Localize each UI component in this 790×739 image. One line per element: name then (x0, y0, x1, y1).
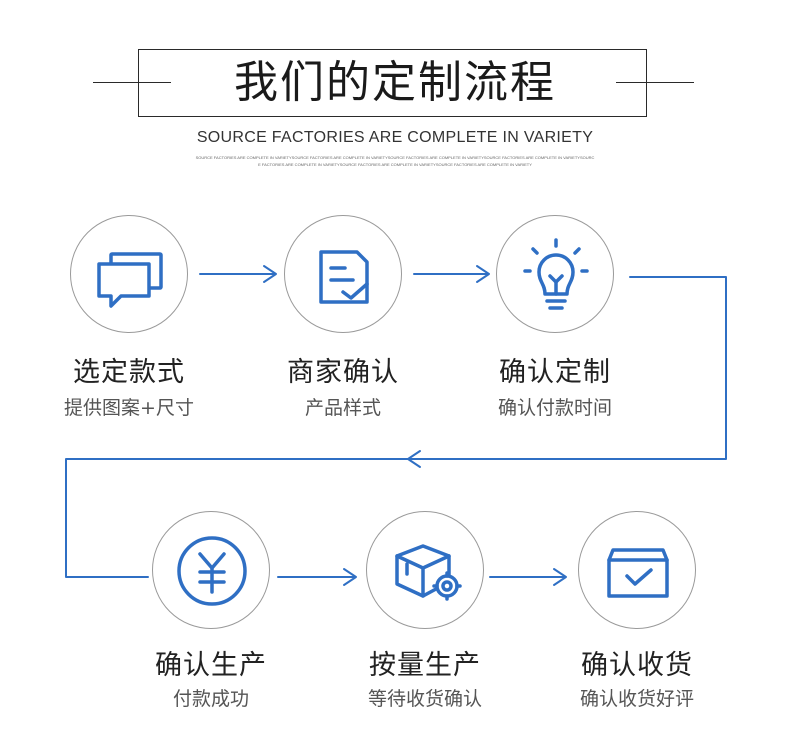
arrow-1-2-head (263, 265, 277, 283)
lightbulb-icon (523, 238, 589, 310)
arrow-5-6-head (553, 568, 567, 586)
step-4-sublabel: 付款成功 (172, 688, 249, 710)
connector-right-down-left (407, 276, 727, 460)
connector-left-down (65, 458, 409, 578)
step-5-label: 按量生产 (369, 650, 481, 681)
title-left-rule (93, 82, 171, 83)
step-5-circle (366, 511, 484, 629)
box-gear-icon (395, 544, 462, 601)
page-subtitle: SOURCE FACTORIES ARE COMPLETE IN VARIETY (196, 129, 594, 146)
step-4-label: 确认生产 (155, 650, 267, 681)
page-title: 我们的定制流程 (234, 57, 556, 108)
step-6-circle (578, 511, 696, 629)
title-frame (138, 49, 647, 117)
chat-bubbles-icon (97, 252, 163, 308)
tiny-text-line-1: SOURCE FACTORIES ARE COMPLETE IN VARIETY… (195, 155, 595, 160)
step-3-label: 确认定制 (499, 357, 611, 388)
arrow-4-5-head (343, 568, 357, 586)
arrow-2-3-head (476, 265, 490, 283)
step-1-circle (70, 215, 188, 333)
step-3-sublabel: 确认付款时间 (497, 397, 612, 419)
step-6-label: 确认收货 (581, 650, 693, 681)
step-2-sublabel: 产品样式 (304, 397, 381, 419)
step-1-sublabel: 提供图案+尺寸 (64, 397, 194, 419)
step-2-label: 商家确认 (287, 357, 399, 388)
tiny-text-line-2: E FACTORIES ARE COMPLETE IN VARIETYSOURC… (258, 162, 532, 167)
step-6-sublabel: 确认收货好评 (579, 688, 694, 710)
title-right-rule (616, 82, 694, 83)
step-3-circle (496, 215, 614, 333)
inbox-check-icon (607, 548, 669, 598)
step-4-circle (152, 511, 270, 629)
step-1-label: 选定款式 (73, 357, 185, 388)
step-2-circle (284, 215, 402, 333)
step-5-sublabel: 等待收货确认 (367, 688, 482, 710)
yen-coin-icon (177, 536, 247, 606)
document-check-icon (319, 250, 369, 304)
